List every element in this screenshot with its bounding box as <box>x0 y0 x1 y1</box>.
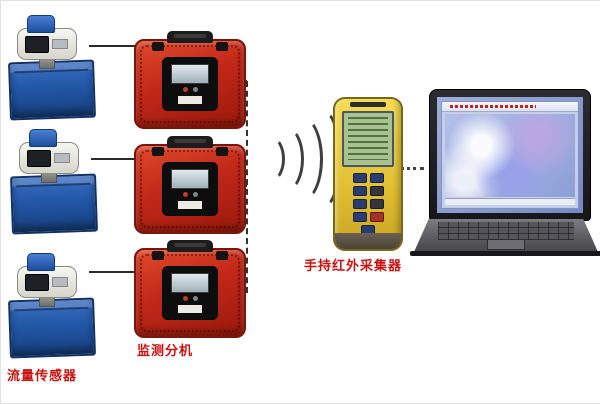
panel-display <box>171 273 209 293</box>
case-panel <box>163 58 217 110</box>
panel-display <box>171 64 209 84</box>
transmitter-tag <box>54 153 70 163</box>
case-latch-left <box>152 42 164 51</box>
label-monitor-unit: 监测分机 <box>137 343 194 358</box>
keypad-button <box>352 186 367 196</box>
transmitter-tag <box>52 277 68 287</box>
case-latch-left <box>152 147 164 156</box>
keypad-button <box>352 212 367 222</box>
software-titlebar <box>442 102 578 112</box>
handheld-lcd <box>342 111 394 167</box>
keypad-button <box>352 199 367 209</box>
label-handheld-collector: 手持红外采集器 <box>304 258 403 273</box>
sensor-link-line-1 <box>89 45 135 47</box>
case-latch-right <box>216 251 228 260</box>
flow-transmitter <box>17 253 77 307</box>
panel-leds <box>163 192 217 197</box>
keypad-button <box>352 173 367 183</box>
flow-sensor-unit-2 <box>10 129 103 235</box>
software-statusbar <box>445 198 575 205</box>
panel-sticker <box>178 96 202 104</box>
transmitter-tag <box>52 39 68 49</box>
keypad-button <box>369 173 384 183</box>
flow-transmitter <box>19 129 79 183</box>
keypad-button <box>369 186 384 196</box>
laptop-keyboard <box>437 222 575 240</box>
ir-dotted-link <box>400 167 424 170</box>
handheld-keypad <box>345 173 391 235</box>
panel-leds <box>163 87 217 92</box>
transmitter-display <box>25 274 49 291</box>
monitor-unit-case-2 <box>134 136 246 234</box>
laptop-base <box>414 219 598 252</box>
transmitter-display <box>25 36 49 53</box>
label-flow-sensor: 流量传感器 <box>7 368 78 383</box>
panel-display <box>171 169 209 189</box>
keypad-button <box>369 212 384 222</box>
case-latch-right <box>216 147 228 156</box>
panel-sticker <box>178 201 202 209</box>
case-handle <box>167 136 213 148</box>
flow-transmitter <box>17 15 77 69</box>
case-handle <box>167 31 213 43</box>
monitor-unit-case-3 <box>134 240 246 338</box>
software-content <box>445 114 575 197</box>
case-latch-right <box>216 42 228 51</box>
monitor-unit-case-1 <box>134 31 246 129</box>
keypad-button <box>369 199 384 209</box>
transmitter-body <box>17 28 77 60</box>
sensor-link-line-3 <box>89 271 135 273</box>
case-panel <box>163 163 217 215</box>
case-latch-left <box>152 251 164 260</box>
laptop-display <box>437 97 583 213</box>
flow-sensor-unit-3 <box>8 253 101 359</box>
laptop-front-edge <box>410 251 600 256</box>
panel-sticker <box>178 305 202 313</box>
transmitter-cap <box>27 15 55 33</box>
software-window <box>441 101 579 209</box>
flow-sensor-unit-1 <box>8 15 101 121</box>
case-handle <box>167 240 213 252</box>
case-panel <box>163 267 217 319</box>
unit-bus-dashed-line <box>246 81 248 293</box>
transmitter-cap <box>27 253 55 271</box>
sensor-link-line-2 <box>91 158 135 160</box>
transmitter-display <box>27 150 51 167</box>
transmitter-cap <box>29 129 57 147</box>
laptop-touchpad <box>487 239 525 250</box>
handheld-collector <box>333 97 403 251</box>
ir-window <box>350 102 386 107</box>
panel-leds <box>163 296 217 301</box>
laptop-screen <box>429 89 591 221</box>
handheld-grip <box>335 233 401 249</box>
